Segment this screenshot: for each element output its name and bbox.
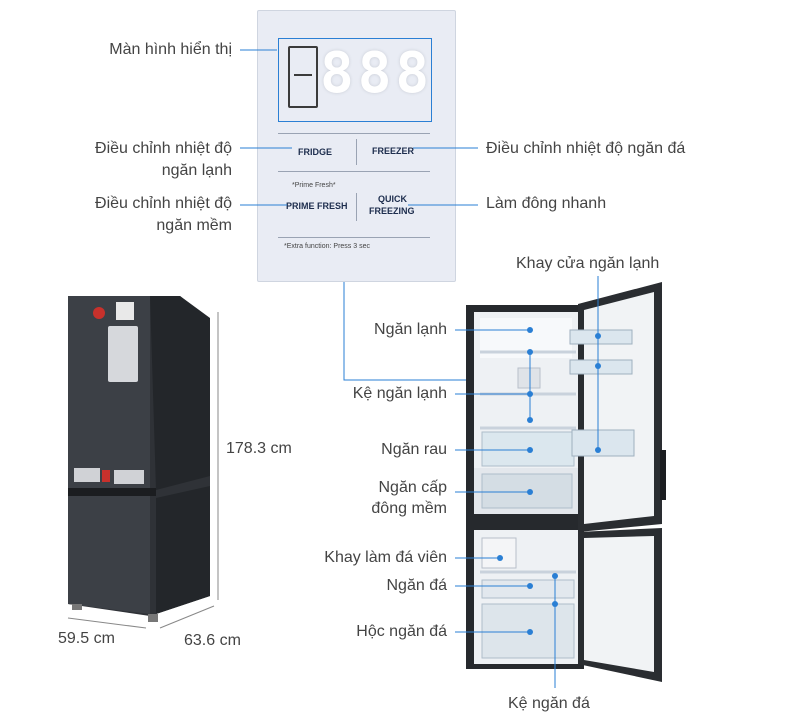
control-panel: 888 FRIDGE FREEZER *Prime Fresh* PRIME F… [257, 10, 456, 282]
callout-freezer-adjust: Điều chỉnh nhiệt độ ngăn đá [486, 140, 686, 157]
quick-freezing-button-line2[interactable]: FREEZING [369, 206, 415, 216]
callout-freezer-shelf: Kệ ngăn đá [508, 695, 590, 712]
callout-vegetable-drawer: Ngăn rau [381, 441, 447, 458]
bottom-badge-icon [102, 470, 110, 482]
callout-quick-freeze: Làm đông nhanh [486, 195, 607, 212]
soft-freeze-drawer [481, 473, 573, 509]
freezer-button[interactable]: FREEZER [372, 146, 415, 156]
badge-white [116, 302, 134, 320]
dimension-height: 178.3 cm [226, 440, 292, 457]
open-fridge-callouts [455, 276, 601, 688]
fridge-button[interactable]: FRIDGE [298, 147, 333, 157]
light-box [517, 367, 541, 389]
door-gap [68, 488, 156, 496]
callout-freezer-drawer: Hộc ngăn đá [356, 623, 447, 640]
energy-label [108, 326, 138, 382]
panel-divider-top [278, 133, 430, 134]
door-tray-1 [569, 329, 633, 345]
prime-fresh-note: *Prime Fresh* [292, 182, 336, 189]
callout-ice-tray: Khay làm đá viên [324, 549, 447, 566]
closed-fridge [68, 296, 210, 622]
fridge-door-liner [584, 292, 654, 524]
callout-soft-adjust-1: Điều chỉnh nhiệt độ [95, 195, 232, 212]
foot-left [72, 604, 82, 610]
dimension-depth: 63.6 cm [184, 632, 241, 649]
width-dimension-line [67, 617, 147, 629]
callout-fridge-shelf: Kệ ngăn lạnh [352, 385, 447, 402]
display-digits: 888 [320, 41, 434, 106]
display-screen [278, 38, 432, 122]
freezer-door-liner [584, 536, 654, 672]
callout-fridge-door-tray: Khay cửa ngăn lạnh [516, 255, 660, 272]
depth-dimension-line [159, 605, 215, 629]
fridge-door-top [68, 296, 150, 488]
callout-soft-freeze-1: Ngăn cấp [378, 479, 448, 496]
callout-display: Màn hình hiển thị [109, 41, 232, 58]
panel-divider-bottom [278, 237, 430, 238]
callout-freezer-compartment: Ngăn đá [386, 577, 448, 594]
panel-connector-line [343, 282, 470, 381]
door-tray-3 [571, 429, 635, 457]
fridge-side-top [150, 296, 210, 490]
bottom-sticker [74, 468, 100, 482]
bottom-sticker-2 [114, 470, 144, 484]
fridge-door-handle [660, 450, 666, 500]
panel-divider-vert-1 [356, 139, 357, 165]
freezer-door [68, 496, 150, 614]
badge-red-icon [93, 307, 105, 319]
callout-soft-adjust-2: ngăn mềm [156, 217, 232, 234]
display-digit-bar [294, 74, 312, 76]
quick-freezing-button-line1[interactable]: QUICK [378, 194, 407, 204]
dimension-width: 59.5 cm [58, 630, 115, 647]
open-fridge [466, 282, 666, 682]
callout-fridge-adjust-1: Điều chỉnh nhiệt độ [95, 140, 232, 157]
freezer-compartment-drawer [481, 579, 575, 599]
prime-fresh-button[interactable]: PRIME FRESH [286, 201, 348, 211]
display-digit-frame [288, 46, 318, 108]
foot-right [148, 614, 158, 622]
fridge-side-bottom [156, 486, 210, 614]
extra-function-note: *Extra function: Press 3 sec [284, 243, 370, 250]
panel-divider-mid [278, 171, 430, 172]
panel-divider-vert-2 [356, 193, 357, 221]
door-tray-2 [569, 359, 633, 375]
ice-tray-box [481, 537, 517, 569]
callout-fridge-compartment: Ngăn lạnh [374, 321, 447, 338]
callout-fridge-adjust-2: ngăn lạnh [161, 162, 232, 179]
callout-soft-freeze-2: đông mềm [371, 500, 447, 517]
